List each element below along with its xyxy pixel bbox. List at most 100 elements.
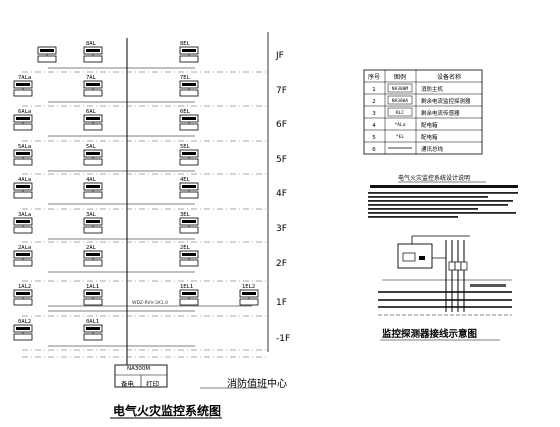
panel-label-mid: 2AL — [86, 245, 97, 251]
legend-symbol-box — [387, 95, 413, 105]
panel-left-meter-fill — [40, 49, 54, 52]
control-center-label: 消防值班中心 — [227, 379, 287, 390]
legend-name: 配电箱 — [421, 133, 438, 141]
legend-name: 剩余电流传感器 — [421, 109, 460, 117]
ct-ring — [460, 261, 468, 271]
riser-label: WDZ-RVV-3X1.0 — [132, 301, 169, 306]
panel-mid-meter-fill — [86, 117, 100, 120]
notes-text-line — [368, 196, 488, 198]
panel-right-meter-fill — [182, 292, 196, 295]
panel-left-breaker — [13, 191, 33, 199]
legend-no: 1 — [372, 87, 376, 93]
panel-label-left: 7ALa — [18, 75, 31, 81]
floor-label: 7F — [276, 86, 287, 96]
panel-label-right: 2EL — [180, 245, 191, 251]
wiring-title: 监控探测器接线示意图 — [382, 329, 478, 340]
main-title: 电气火灾监控系统图 — [113, 404, 222, 418]
notes-text-line — [368, 208, 478, 210]
panel-right-meter-fill — [182, 185, 196, 188]
panel-label-left: 0AL2 — [18, 319, 31, 325]
panel-label-mid: 5AL — [86, 144, 97, 150]
notes-text-line — [368, 204, 508, 206]
panel-label-mid: 4AL — [86, 177, 97, 183]
host-model: NA300M — [127, 366, 151, 372]
panel-label-mid: 3AL — [86, 212, 97, 218]
notes-text-line — [368, 192, 518, 194]
panel-label-right: 8EL — [180, 41, 191, 47]
legend-symbol-box — [387, 83, 413, 93]
panel-right-meter-fill — [182, 253, 196, 256]
legend-name: 消防主机 — [421, 85, 444, 93]
floor-label: 1F — [276, 298, 287, 308]
panel-label-mid: 0AL1 — [86, 319, 99, 325]
legend-symbol: NA300M — [392, 86, 409, 92]
design-notes-title: 电气火灾监控系统设计说明 — [398, 175, 471, 182]
floor-label: -1F — [276, 334, 290, 344]
ct-ring — [454, 261, 462, 271]
legend-no: 2 — [372, 99, 376, 105]
panel-mid-meter-fill — [86, 152, 100, 155]
panel-left-breaker — [13, 259, 33, 267]
floor-label: 2F — [276, 259, 287, 269]
floor-label: 5F — [276, 155, 287, 165]
legend-name: 配电箱 — [421, 121, 438, 129]
panel-right-breaker — [179, 123, 199, 131]
panel-left-meter-fill — [16, 83, 30, 86]
panel-mid-meter-fill — [86, 49, 100, 52]
legend-name: 通讯总线 — [421, 145, 444, 153]
panel-left-meter-fill — [16, 253, 30, 256]
host-btn-backup: 备电 — [121, 380, 134, 388]
panel-right-breaker — [179, 191, 199, 199]
detector-terminal — [419, 256, 425, 260]
panel-mid-meter-fill — [86, 253, 100, 256]
panel-right-meter-fill — [182, 83, 196, 86]
panel-left-breaker — [13, 226, 33, 234]
panel-label-left: 1AL2 — [18, 284, 31, 290]
panel-left-meter-fill — [16, 327, 30, 330]
panel-left-meter-fill — [16, 220, 30, 223]
panel-mid-meter-fill — [86, 83, 100, 86]
legend-no: 4 — [372, 123, 376, 129]
panel-mid-breaker — [83, 55, 103, 63]
panel-label-mid: 1AL1 — [86, 284, 99, 290]
legend-header: 图例 — [394, 73, 406, 81]
panel-mid-meter-fill — [86, 292, 100, 295]
panel-left-meter-fill — [16, 185, 30, 188]
panel-right-breaker — [179, 158, 199, 166]
ct-ring — [448, 261, 456, 271]
legend-no: 5 — [372, 135, 376, 141]
legend-symbol: RLC — [396, 110, 404, 116]
panel-left-breaker — [13, 298, 33, 306]
panel-mid-breaker — [83, 123, 103, 131]
panel-mid-breaker — [83, 298, 103, 306]
panel-label-right: 4EL — [180, 177, 191, 183]
panel-mid-breaker — [83, 226, 103, 234]
legend-no: 3 — [372, 111, 376, 117]
panel-label-extra: 1EL2 — [242, 284, 255, 290]
schematic-label — [470, 284, 506, 287]
panel-right-breaker — [179, 259, 199, 267]
panel-label-right: 1EL1 — [180, 284, 193, 290]
panel-mid-breaker — [83, 191, 103, 199]
panel-label-left: 4ALa — [18, 177, 31, 183]
legend-symbol: *ALa — [395, 122, 406, 128]
floor-label: 6F — [276, 120, 287, 130]
panel-mid-breaker — [83, 259, 103, 267]
panel-label-mid: 6AL — [86, 109, 97, 115]
panel-right-meter-fill — [182, 49, 196, 52]
panel-extra-meter-fill — [242, 292, 256, 295]
panel-left-breaker — [13, 123, 33, 131]
panel-mid-breaker — [83, 158, 103, 166]
panel-label-right: 7EL — [180, 75, 191, 81]
panel-label-right: 5EL — [180, 144, 191, 150]
panel-mid-breaker — [83, 89, 103, 97]
wiring-schematic — [378, 235, 512, 341]
panel-left-breaker — [13, 89, 33, 97]
panel-label-right: 3EL — [180, 212, 191, 218]
floor-label: 3F — [276, 224, 287, 234]
legend-header: 设备名称 — [437, 73, 461, 81]
floor-label: JF — [275, 51, 284, 61]
